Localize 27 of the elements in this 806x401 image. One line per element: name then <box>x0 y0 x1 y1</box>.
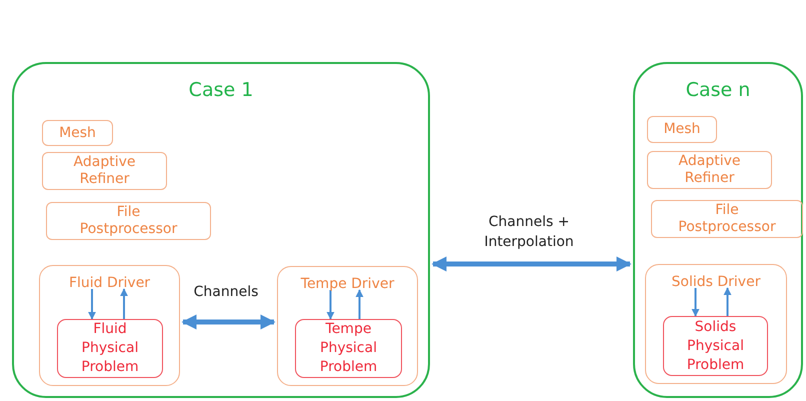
case-title: Case n <box>684 79 752 101</box>
physical-problem-box: Tempe Physical Problem <box>295 319 402 378</box>
case-panel <box>633 62 803 398</box>
component-box: Adaptive Refiner <box>647 151 772 189</box>
driver-label: Solids Driver <box>670 274 762 290</box>
arrow <box>356 289 364 319</box>
case-panel <box>12 62 430 398</box>
driver-label: Tempe Driver <box>300 276 396 292</box>
component-box: Mesh <box>647 116 717 143</box>
driver-panel <box>39 265 180 386</box>
driver-panel <box>645 264 787 384</box>
physical-problem-box: Fluid Physical Problem <box>57 319 163 378</box>
double-arrow <box>432 256 632 272</box>
arrow <box>120 288 128 319</box>
component-box: Adaptive Refiner <box>42 152 167 190</box>
driver-label: Fluid Driver <box>68 275 152 291</box>
component-box: Mesh <box>42 120 113 146</box>
driver-panel <box>277 266 418 386</box>
component-box: File Postprocessor <box>651 200 803 238</box>
arrow <box>88 289 96 320</box>
arrow <box>692 288 700 317</box>
arrow <box>724 287 732 316</box>
case-title: Case 1 <box>188 79 254 101</box>
double-arrow <box>182 314 276 330</box>
physical-problem-box: Solids Physical Problem <box>663 316 768 376</box>
component-box: File Postprocessor <box>46 202 211 240</box>
arrow <box>326 290 334 320</box>
